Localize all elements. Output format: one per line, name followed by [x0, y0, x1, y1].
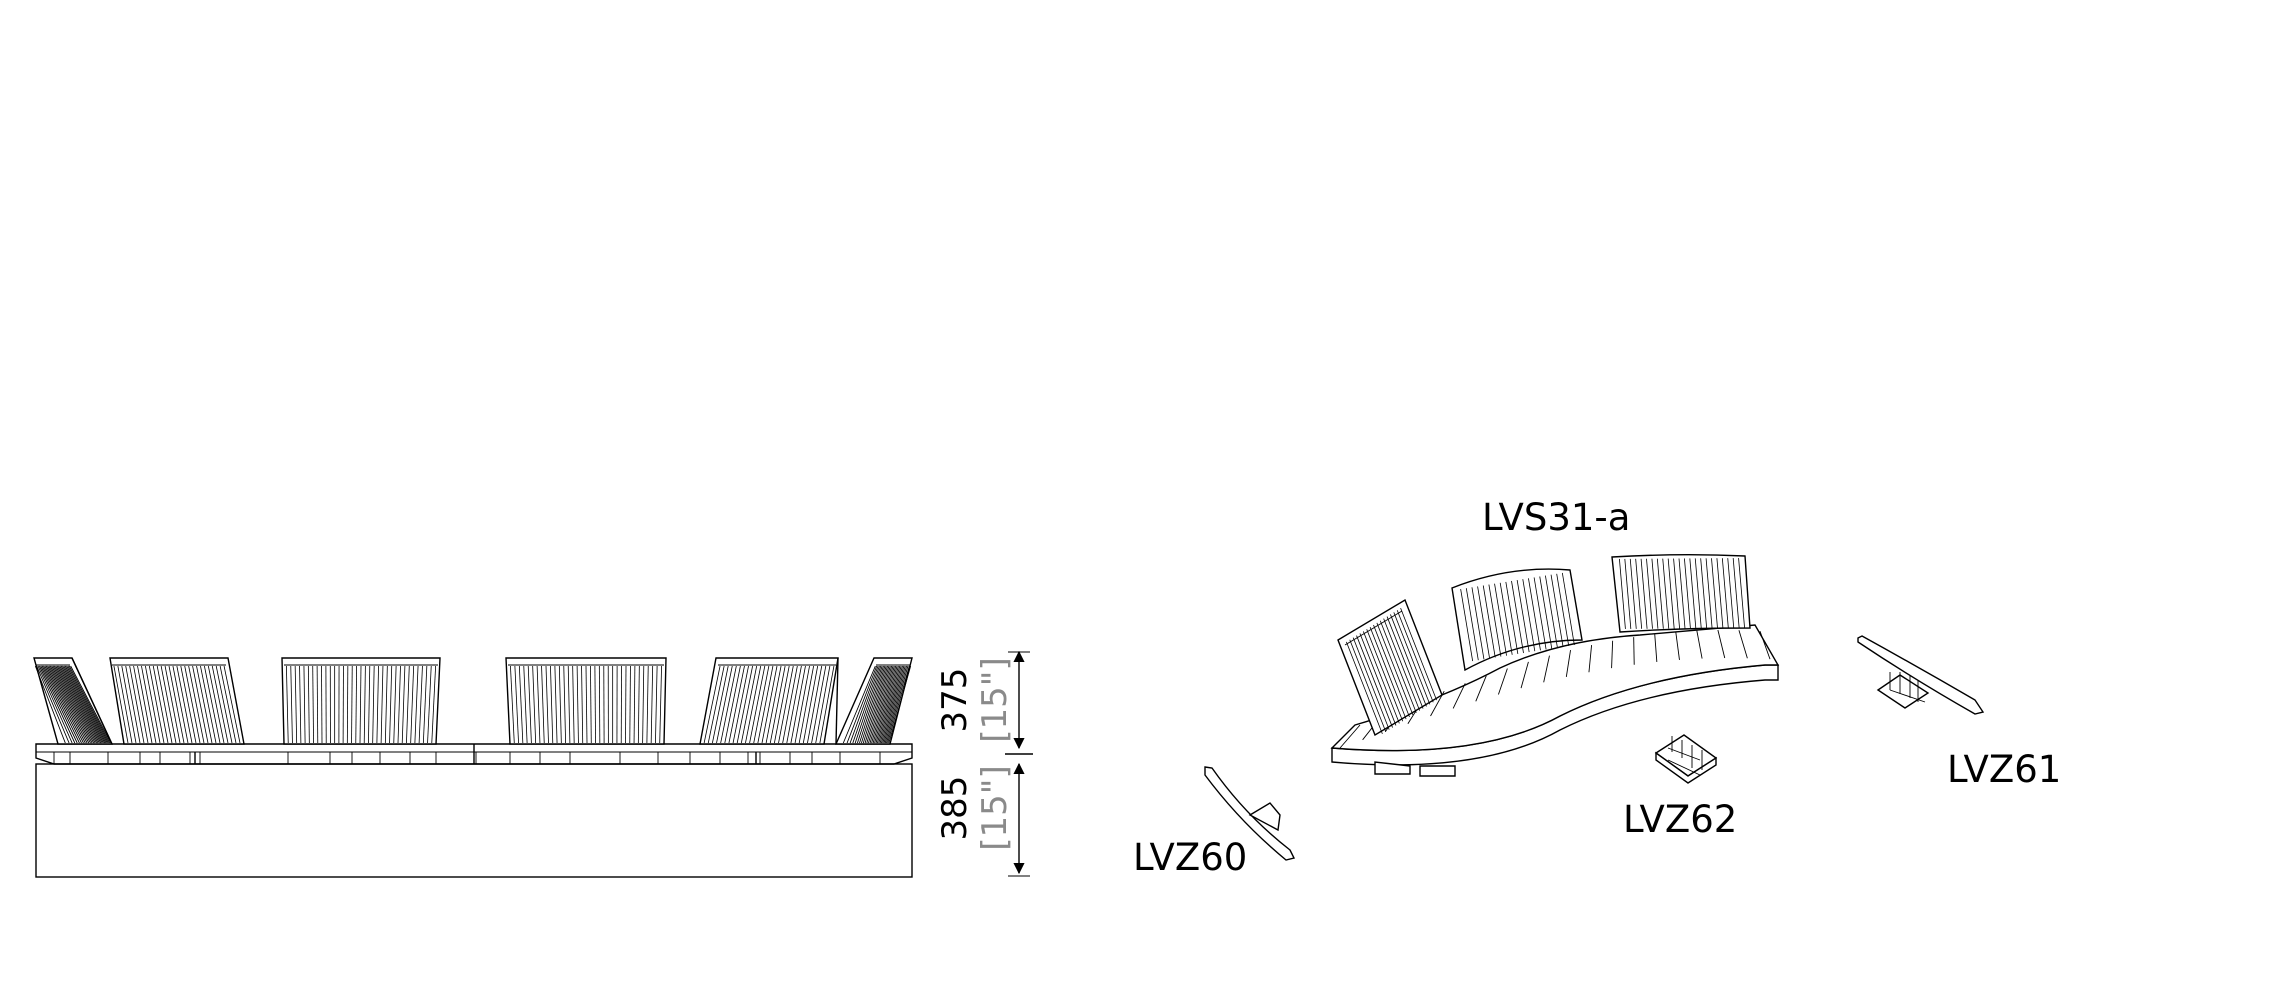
front-backrest-2 — [109, 657, 245, 745]
front-backrest-1 — [33, 657, 114, 745]
label-lvz61: LVZ61 — [1947, 748, 2061, 791]
upper-height-mm: 375 — [935, 668, 975, 733]
part-lvz61 — [1857, 635, 1985, 715]
label-lvz62: LVZ62 — [1623, 798, 1737, 841]
bench-base — [35, 763, 913, 878]
bench-seat-slab — [35, 743, 913, 765]
upper-height-inch: [15"] — [975, 657, 1015, 742]
front-backrest-6 — [834, 657, 913, 745]
part-lvz62 — [1654, 734, 1718, 784]
curved-seat-top — [1330, 624, 1780, 752]
part-lvz60 — [1204, 766, 1296, 861]
backrest-panels — [33, 657, 913, 745]
label-lvs31-a: LVS31-a — [1482, 496, 1630, 539]
height-dimensions: 375 [15"] 385 [15"] — [935, 650, 1033, 877]
iso-backrest-left — [1337, 598, 1443, 737]
iso-backrest-middle — [1451, 568, 1583, 672]
front-backrest-5 — [699, 657, 839, 745]
front-elevation-view — [33, 657, 913, 878]
iso-backrest-right — [1611, 554, 1751, 633]
lower-height-inch: [15"] — [975, 765, 1015, 850]
front-backrest-3 — [281, 657, 441, 745]
lower-height-mm: 385 — [935, 776, 975, 841]
curved-bench-isometric — [1330, 554, 1780, 777]
front-backrest-4 — [505, 657, 667, 745]
label-lvz60: LVZ60 — [1133, 836, 1247, 879]
